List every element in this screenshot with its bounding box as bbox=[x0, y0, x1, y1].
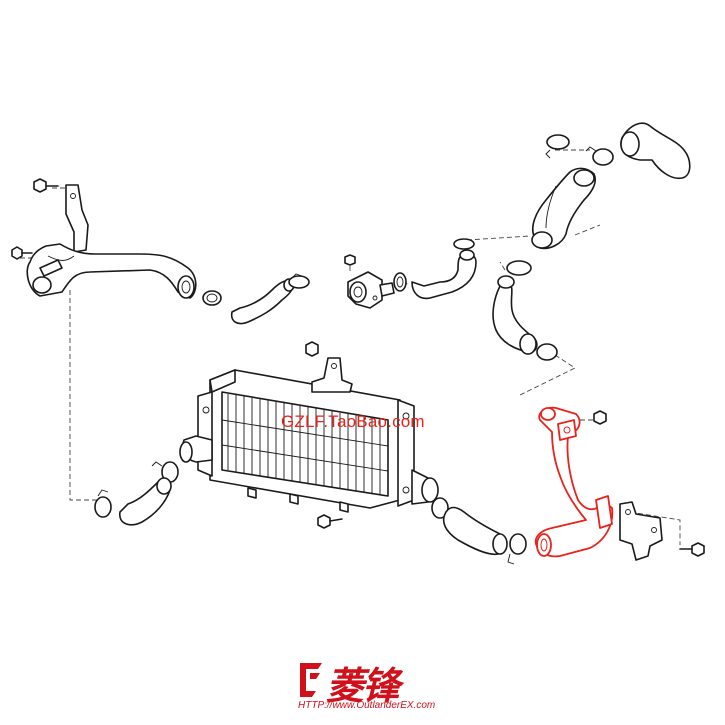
clamp-right-middle-bottom bbox=[536, 343, 558, 361]
clamp-right-middle-top bbox=[506, 260, 532, 276]
hose-middle-u bbox=[411, 249, 477, 300]
leader-lines bbox=[20, 149, 681, 545]
bolt-intercooler-bottom bbox=[317, 514, 343, 529]
bypass-valve bbox=[347, 271, 395, 309]
hose-top-right-elbow bbox=[620, 122, 691, 180]
hose-lower-left bbox=[119, 477, 172, 526]
logo-chinese-text: 菱锋 bbox=[326, 664, 400, 708]
highlighted-intercooler-pipe bbox=[534, 406, 614, 558]
brand-logo: 菱锋 HTTP://www.OutlanderEX.com bbox=[296, 655, 436, 715]
pipe-top-right-curve bbox=[531, 167, 597, 250]
nut-valve-top bbox=[344, 254, 356, 266]
clamp-upper-left-hose bbox=[288, 273, 310, 289]
intercooler-bottom-tabs bbox=[247, 487, 349, 513]
bolt-red-pipe bbox=[593, 410, 607, 425]
intercooler-fins bbox=[221, 394, 389, 495]
intercooler-top-bracket bbox=[311, 357, 353, 393]
bracket-lower-right bbox=[619, 501, 663, 561]
left-intercooler-pipe bbox=[26, 243, 197, 299]
clamp-top-right-1 bbox=[585, 146, 614, 166]
intercooler-right-outlet bbox=[411, 469, 439, 505]
intercooler-core bbox=[197, 369, 415, 509]
logo-mark-icon bbox=[300, 663, 322, 697]
clamp-lower-left-2 bbox=[94, 489, 112, 518]
clamp-lower-right-2 bbox=[507, 533, 527, 565]
hose-right-middle bbox=[492, 275, 538, 355]
watermark-text: GZLF.TaoBao.com bbox=[281, 412, 425, 431]
bolt-top-left bbox=[33, 178, 59, 193]
nut-intercooler-top bbox=[305, 341, 319, 357]
bolt-lower-right bbox=[679, 542, 705, 557]
clamp-valve-side bbox=[393, 272, 407, 292]
logo-url-text: HTTP://www.OutlanderEX.com bbox=[298, 700, 436, 711]
clamp-lower-right-1 bbox=[431, 497, 449, 519]
hose-lower-right bbox=[442, 506, 508, 556]
clamp-middle-u bbox=[453, 238, 475, 250]
intercooler-left-inlet bbox=[179, 435, 213, 463]
clamp-top-right-2 bbox=[545, 134, 570, 159]
clamp-left-pipe-end bbox=[202, 290, 222, 306]
hose-small-upper-left bbox=[230, 278, 295, 325]
bracket-top-left bbox=[65, 184, 89, 253]
bolt-left-small bbox=[11, 246, 33, 260]
